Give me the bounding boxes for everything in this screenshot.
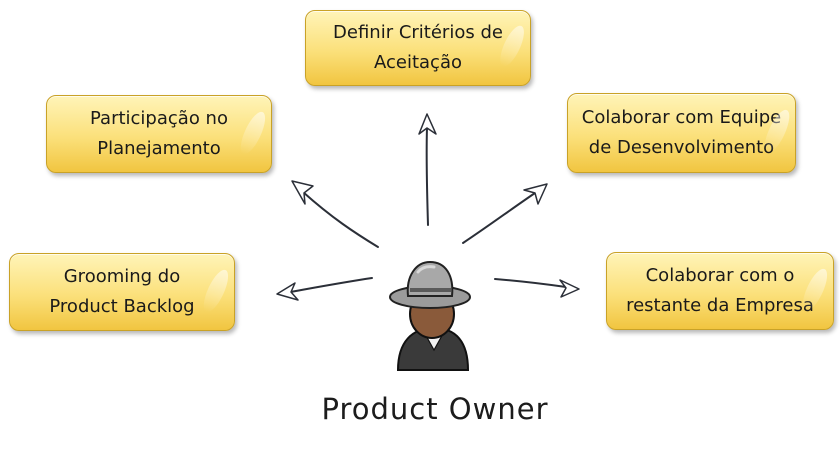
product-owner-person-icon [389, 260, 471, 371]
arrow-to-backlog [276, 277, 373, 301]
box-participacao-planejamento: Participação no Planejamento [46, 95, 272, 173]
box-colaborar-empresa: Colaborar com o restante da Empresa [606, 252, 834, 330]
box-grooming-backlog: Grooming do Product Backlog [9, 253, 235, 331]
arrow-to-equipe [462, 183, 548, 244]
product-owner-label: Product Owner [321, 392, 549, 426]
arrow-to-empresa [494, 278, 580, 298]
box-colaborar-equipe: Colaborar com Equipe de Desenvolvimento [567, 93, 796, 173]
arrow-to-criterios [418, 113, 437, 226]
arrow-to-planejamento [291, 180, 379, 248]
box-definir-criterios: Definir Critérios de Aceitação [305, 10, 531, 86]
